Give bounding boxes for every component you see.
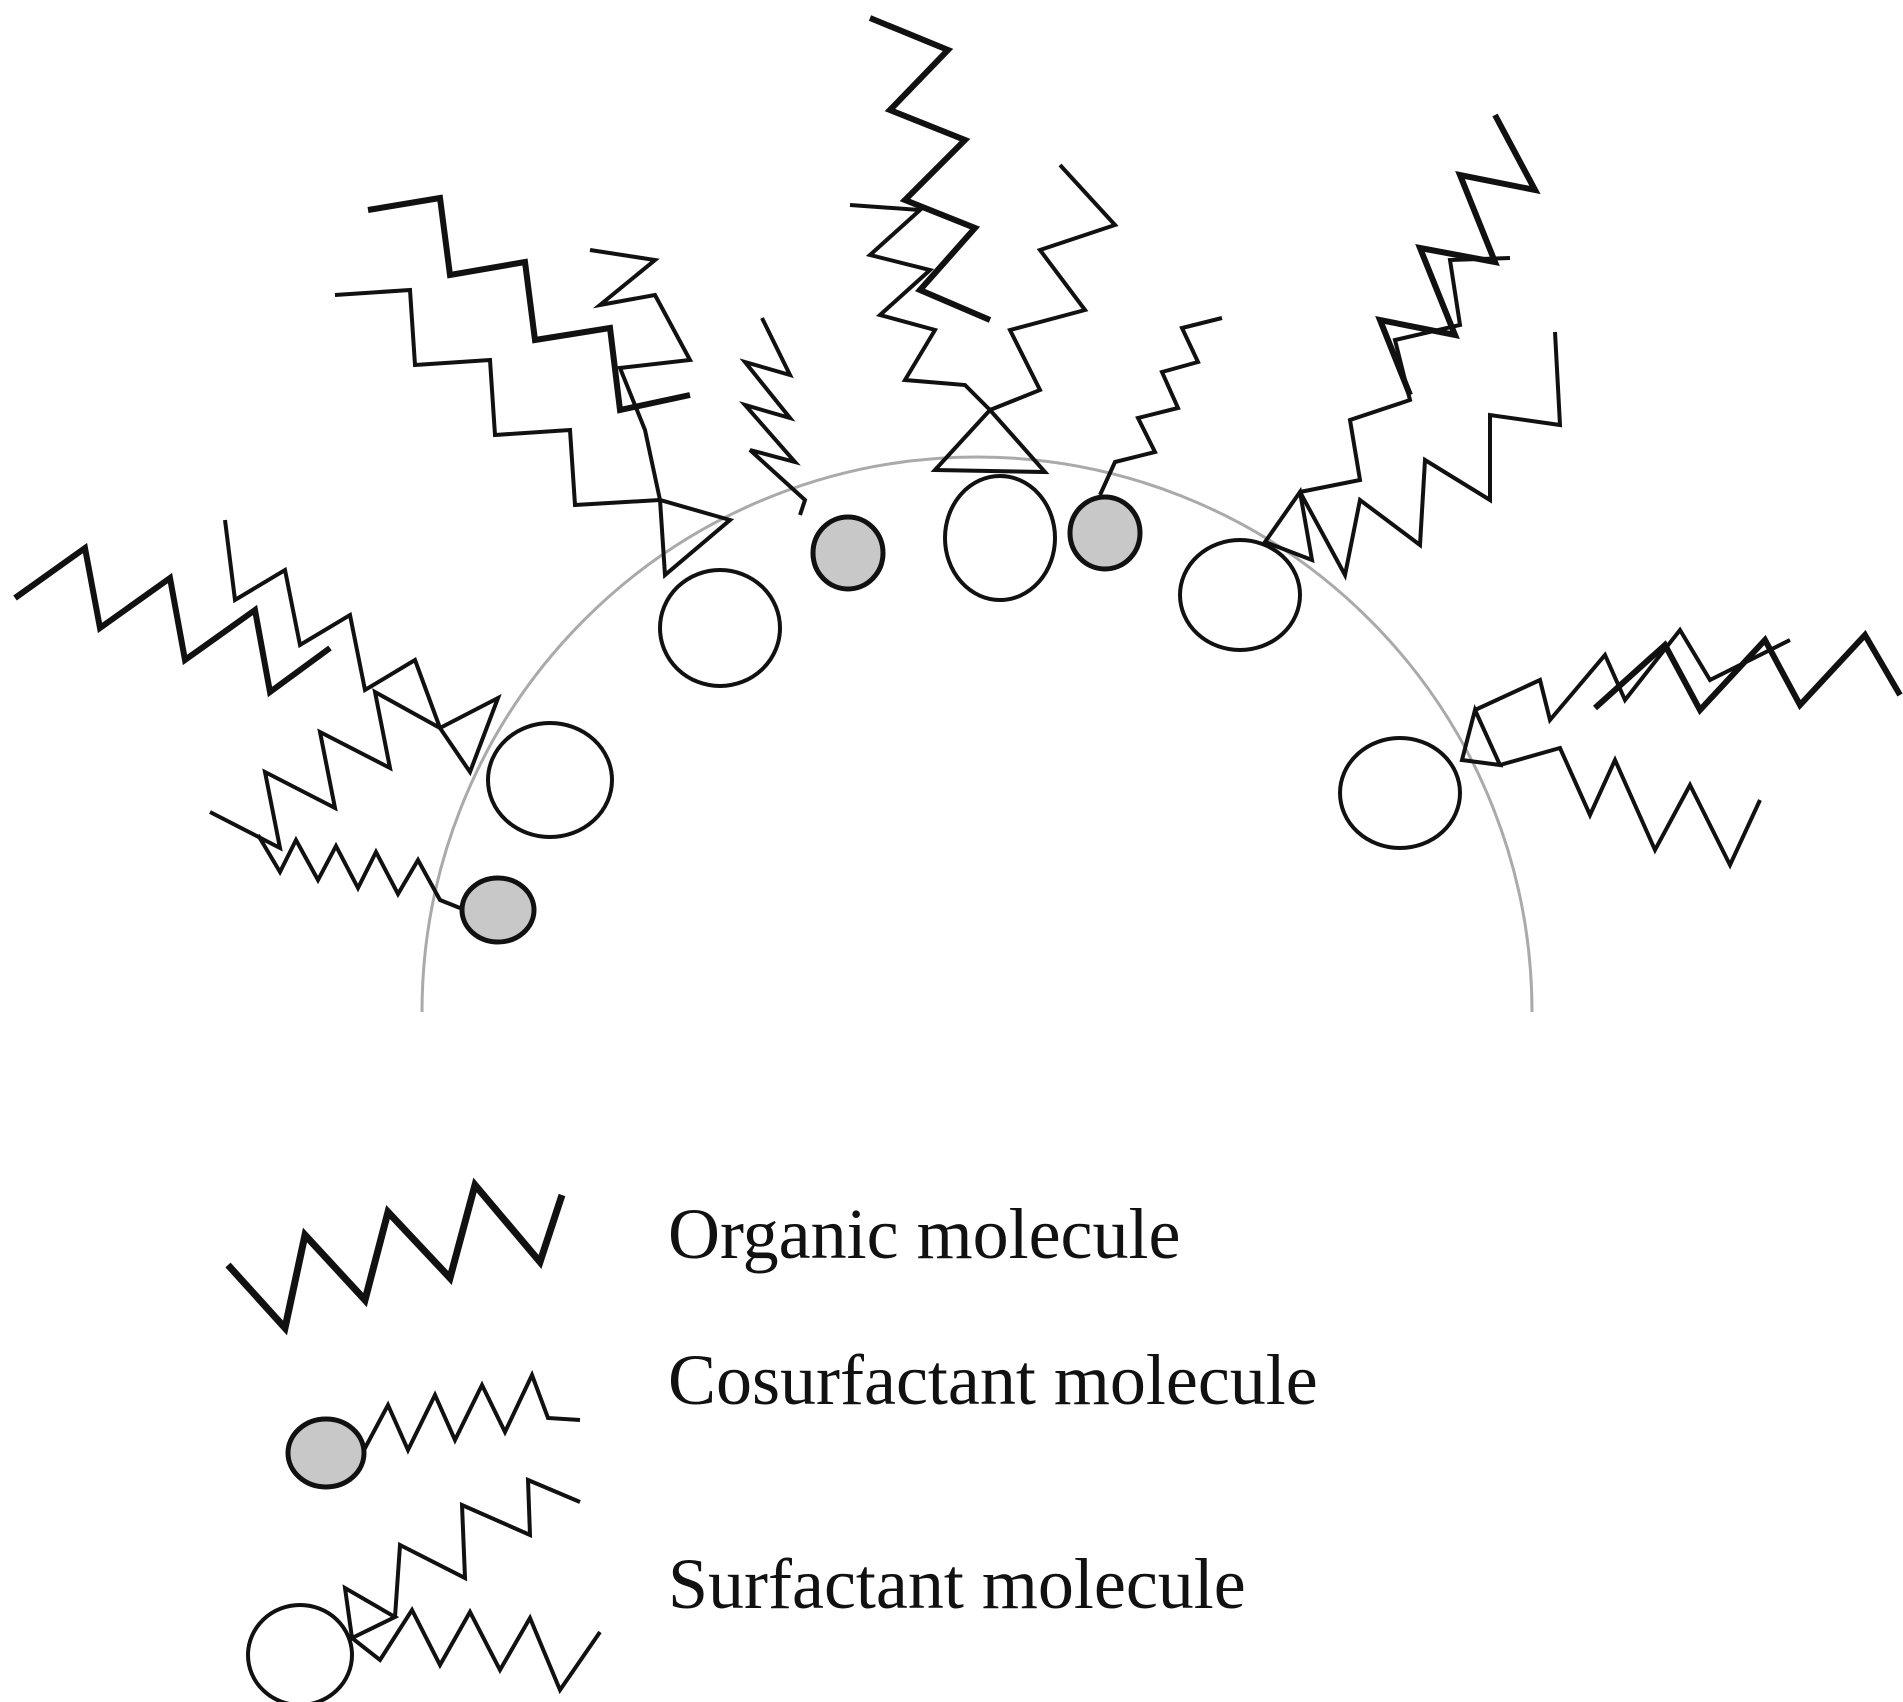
surfactant-tail [1299, 256, 1511, 494]
surfactant-tail [223, 519, 442, 729]
surfactant-tail [209, 688, 441, 852]
surfactant-tail [1474, 626, 1791, 725]
surfactant-head [486, 721, 614, 839]
surfactant-tail [849, 203, 992, 412]
cosurfactant-tail [1098, 316, 1223, 496]
cosurfactant-head [1067, 494, 1143, 572]
surfactant-molecules [209, 163, 1791, 870]
surfactant-tail [589, 248, 694, 501]
surfactant-molecule [1338, 626, 1791, 870]
legend-label-cosurfactant: Cosurfactant molecule [668, 1340, 1318, 1420]
surfactant-head [943, 474, 1057, 602]
circle-triangle-double-tail-icon [246, 1476, 602, 1702]
surfactant-molecule [334, 248, 782, 688]
legend-icons [225, 1177, 602, 1702]
cosurfactant-head [810, 514, 886, 592]
surfactant-molecule [849, 163, 1119, 602]
cosurfactant-tail [256, 833, 461, 910]
cosurfactant-tail [738, 317, 808, 516]
surfactant-tail [989, 163, 1119, 412]
surfactant-linker [657, 497, 735, 580]
organic-molecule [1592, 629, 1903, 716]
organic-molecule [868, 15, 992, 323]
surfactant-head [1178, 538, 1302, 652]
zigzag-chain-icon [225, 1177, 566, 1336]
surfactant-molecule [209, 519, 614, 852]
organic-molecules [13, 15, 1903, 716]
surfactant-tail [1298, 331, 1563, 581]
organic-molecule [1375, 113, 1541, 397]
cosurfactant-molecules [256, 316, 1223, 945]
surfactant-head [1338, 736, 1462, 850]
surfactant-linker [437, 693, 502, 777]
surfactant-molecule [1178, 256, 1563, 652]
surfactant-linker [930, 407, 1050, 475]
surfactant-tail [334, 287, 661, 508]
surfactant-tail [1499, 745, 1762, 870]
organic-molecule [13, 542, 332, 698]
organic-molecule [367, 194, 691, 414]
cosurfactant-head [459, 875, 537, 945]
surfactant-linker [1261, 486, 1315, 564]
legend-label-surfactant: Surfactant molecule [668, 1544, 1246, 1624]
legend-label-organic: Organic molecule [668, 1194, 1181, 1274]
grey-head-short-tail-icon [285, 1369, 581, 1490]
surfactant-head [658, 568, 782, 688]
surfactant-linker [1459, 704, 1504, 768]
